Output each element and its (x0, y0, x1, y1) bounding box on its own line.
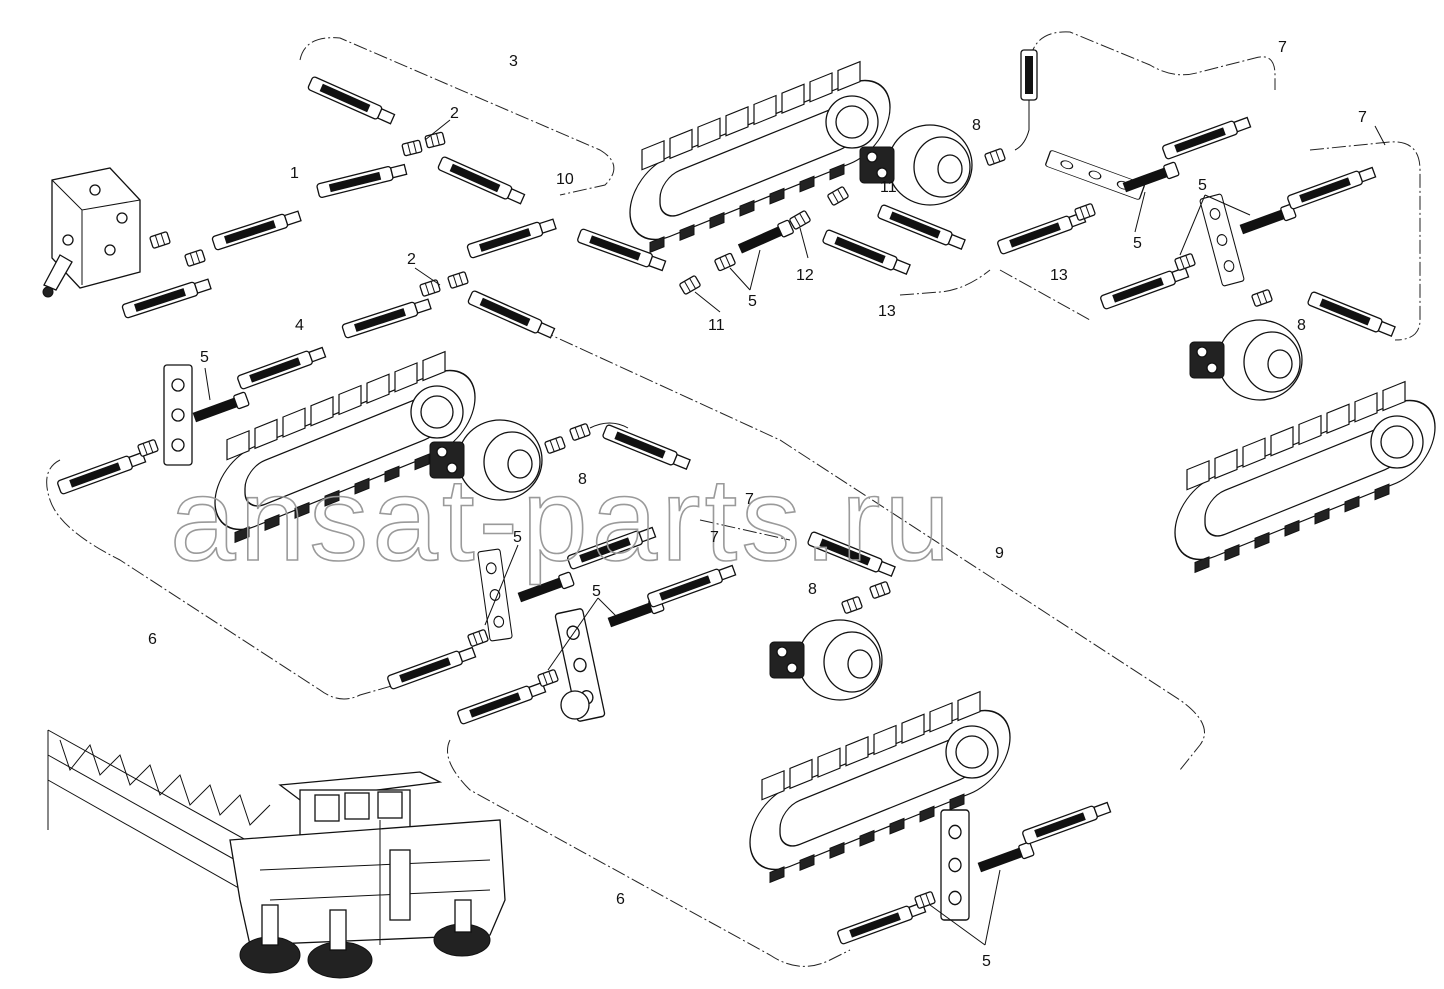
callout-6-lower: 6 (616, 891, 625, 908)
fitting-left-lower (136, 438, 160, 458)
track-frame-right (1174, 380, 1436, 577)
hose-13a (821, 228, 912, 277)
hose-bend-left (589, 422, 629, 429)
hose-9a (466, 289, 557, 341)
fitting-2a (401, 139, 423, 157)
hose-7a (1161, 114, 1252, 161)
callout-2-lower: 2 (407, 251, 416, 268)
spring-5-left (191, 391, 250, 425)
callout-5-left: 5 (200, 349, 209, 366)
callout-8-left: 8 (578, 471, 587, 488)
callout-2-upper: 2 (450, 105, 459, 122)
callout-13-right: 13 (1050, 267, 1068, 284)
callout-7-center-b: 7 (710, 529, 719, 546)
fitting-2d (446, 270, 470, 290)
fitting-5-center-b (536, 668, 560, 688)
leader-lines (204, 119, 1386, 946)
hose-1 (315, 161, 408, 199)
callout-5-upper-right: 5 (1198, 177, 1207, 194)
hose-3a (306, 75, 397, 127)
hose-lower-right (1021, 799, 1112, 846)
fitting-2b (424, 131, 446, 149)
callout-8-right: 8 (1297, 317, 1306, 334)
hose-center-a (386, 644, 477, 691)
control-valve-block (42, 167, 141, 298)
bracket-plate-upper (1044, 149, 1146, 201)
hose-13d (1099, 264, 1190, 311)
hose-valve-out (211, 208, 303, 252)
hose-left-upper (236, 344, 327, 391)
callout-13-left: 13 (878, 303, 896, 320)
fitting-8-right (1250, 288, 1274, 308)
elbow-11 (678, 274, 702, 296)
elbow-11-upper (826, 185, 850, 207)
callout-5-right: 5 (1133, 235, 1142, 252)
callout-3: 3 (509, 53, 518, 70)
fitting-8-upper (983, 147, 1007, 167)
callout-4: 4 (295, 317, 304, 334)
track-frame-upper-middle (629, 60, 891, 257)
callout-10: 10 (556, 171, 574, 188)
callout-11-upper: 11 (880, 179, 897, 196)
bracket-plate-left (163, 364, 193, 466)
vertical-hose-7-top (1014, 49, 1038, 151)
callout-8-lower: 8 (808, 581, 817, 598)
fitting-8-left (543, 435, 567, 455)
watermark: ansat-parts.ru (170, 454, 954, 586)
spring-5-right (1238, 203, 1297, 237)
spring-5-upper-right (1121, 161, 1180, 195)
callout-5-upper-middle: 5 (748, 293, 757, 310)
hose-10a (436, 155, 527, 207)
hose-left-lower (56, 449, 147, 496)
fitting-12 (788, 209, 812, 231)
callout-8-upper: 8 (972, 117, 981, 134)
travel-motor-lower (769, 619, 883, 701)
hose-4 (341, 296, 433, 340)
fitting-5-upper (713, 252, 737, 272)
hose-8-right (1306, 290, 1397, 339)
fitting-8-lower-b (840, 595, 864, 615)
hose-spring-5-upper (736, 219, 795, 256)
callout-5-center-b: 5 (592, 583, 601, 600)
bracket-plate-right (1198, 193, 1246, 287)
hose-main-left (121, 276, 213, 320)
hose-center-b (456, 679, 547, 726)
spring-5-lower (976, 841, 1035, 875)
hose-13b (876, 203, 967, 252)
travel-motor-right (1189, 319, 1303, 401)
fitting-8-left-b (568, 422, 592, 442)
callout-6-left: 6 (148, 631, 157, 648)
milling-machine-overview (47, 729, 506, 979)
hose-2-upper (466, 216, 558, 260)
callout-12: 12 (796, 267, 814, 284)
fitting-2c (418, 278, 442, 298)
plate-port-center (560, 690, 590, 720)
fitting-5-right (1173, 252, 1197, 272)
callout-1: 1 (290, 165, 299, 182)
fitting-5-upper-right (1073, 202, 1097, 222)
fitting-valve-a (148, 230, 172, 250)
callout-5-lower: 5 (982, 953, 991, 970)
fitting-valve-b (183, 248, 207, 268)
fitting-5-center (466, 628, 490, 648)
hose-13c (996, 209, 1087, 256)
callout-labels: 1 2 2 3 4 5 5 5 5 5 5 5 6 6 7 7 7 7 8 8 … (148, 39, 1367, 970)
callout-5-center: 5 (513, 529, 522, 546)
callout-9: 9 (995, 545, 1004, 562)
track-frame-lower (749, 690, 1011, 887)
callout-7-right: 7 (1358, 109, 1367, 126)
callout-7-center: 7 (745, 491, 754, 508)
bracket-plate-lower (940, 809, 970, 921)
hose-7b (1286, 164, 1377, 211)
callout-7-top: 7 (1278, 39, 1287, 56)
callout-11-lower: 11 (708, 317, 725, 334)
hose-6-lower (836, 899, 927, 946)
